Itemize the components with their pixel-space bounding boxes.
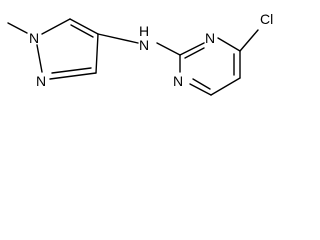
atom-chlorine: Cl [260, 11, 273, 27]
bond-c3-n2-inner [51, 67, 92, 74]
bond-c4-c3 [95, 33, 99, 74]
bond-c2-n3 [179, 42, 205, 56]
chemical-structure-diagram: N N H N N N Cl [7, 11, 273, 96]
atom-amine-h: H [139, 23, 149, 39]
bond-c2-n3-inner [184, 47, 205, 59]
atom-pyrimidine-n3: N [205, 30, 215, 46]
bond-n2-n1 [36, 44, 43, 73]
atom-amine-n: N [139, 37, 149, 53]
atom-labels: N N H N N N Cl [29, 11, 273, 89]
bond-c6-n1-inner [192, 78, 211, 90]
bond-c6-n1 [189, 83, 212, 96]
bond-n1-c5 [41, 18, 71, 35]
bond-c5-c4-inner [70, 24, 94, 38]
bond-c4-cl [239, 29, 259, 52]
structure-canvas: N N H N N N Cl [0, 0, 291, 104]
bond-nh-c2 [156, 42, 181, 56]
bond-c3-n2 [49, 72, 97, 80]
bond-n3-c4 [217, 37, 241, 52]
bond-methyl-n1 [7, 22, 28, 34]
bonds [7, 18, 259, 96]
bond-c5-c4 [69, 18, 99, 35]
bond-c5-c6 [210, 77, 241, 96]
atom-pyrazole-n2: N [36, 73, 46, 89]
bond-c4-nh [97, 33, 139, 44]
atom-pyrazole-n1: N [29, 30, 39, 46]
atom-pyrimidine-n1: N [173, 73, 183, 89]
